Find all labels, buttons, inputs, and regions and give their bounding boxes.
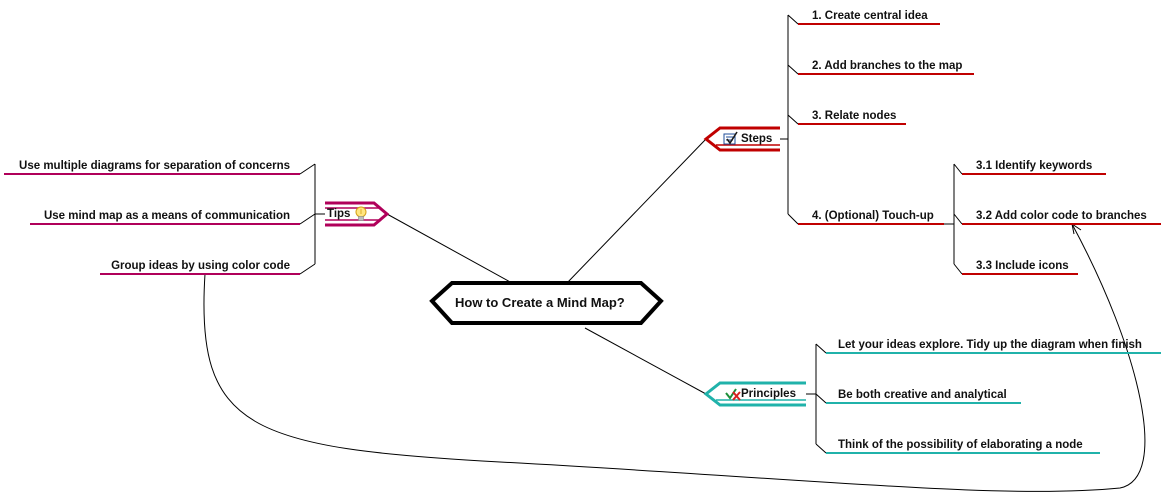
central-node-shape[interactable] [429, 281, 664, 325]
tips-node-shape[interactable] [325, 201, 390, 227]
tips-item-multiple-diagrams[interactable]: Use multiple diagrams for separation of … [19, 160, 290, 172]
steps-item-relate-nodes[interactable]: 3. Relate nodes [812, 110, 897, 122]
steps-underlines [798, 23, 1161, 275]
relationship-curve [203, 223, 1146, 492]
tips-underlines [4, 173, 300, 275]
lightbulb-icon [355, 206, 367, 221]
principles-item-let-ideas-explore[interactable]: Let your ideas explore. Tidy up the diag… [838, 339, 1142, 351]
tips-topic-label[interactable]: Tips [327, 208, 351, 220]
connector-lines [203, 14, 1146, 492]
touchup-item-include-icons[interactable]: 3.3 Include icons [976, 260, 1069, 272]
principles-item-creative-analytical[interactable]: Be both creative and analytical [838, 389, 1007, 401]
principles-node-shape[interactable] [703, 381, 806, 407]
connector-steps-bracket [780, 14, 799, 225]
connector-central-steps [566, 138, 707, 284]
touchup-item-add-color-code[interactable]: 3.2 Add color code to branches [976, 210, 1147, 222]
connector-central-tips [386, 213, 513, 284]
checklist-icon [723, 131, 738, 145]
central-node-label[interactable]: How to Create a Mind Map? [455, 295, 625, 310]
steps-item-add-branches[interactable]: 2. Add branches to the map [812, 60, 963, 72]
check-cross-icon [725, 388, 741, 401]
steps-item-create-central-idea[interactable]: 1. Create central idea [812, 10, 928, 22]
connector-central-principles [584, 327, 707, 395]
tips-item-group-ideas[interactable]: Group ideas by using color code [111, 260, 290, 272]
connector-tips-bracket [299, 163, 325, 275]
principles-topic-label[interactable]: Principles [741, 388, 796, 400]
connector-touchup-bracket [944, 163, 963, 275]
steps-topic-label[interactable]: Steps [741, 133, 773, 145]
tips-item-means-of-communication[interactable]: Use mind map as a means of communication [43, 210, 290, 222]
principles-item-elaborating-node[interactable]: Think of the possibility of elaborating … [838, 439, 1083, 451]
connector-principles-bracket [806, 343, 827, 454]
steps-item-touch-up[interactable]: 4. (Optional) Touch-up [812, 210, 934, 222]
principles-underlines [826, 352, 1161, 454]
touchup-item-identify-keywords[interactable]: 3.1 Identify keywords [976, 160, 1093, 172]
